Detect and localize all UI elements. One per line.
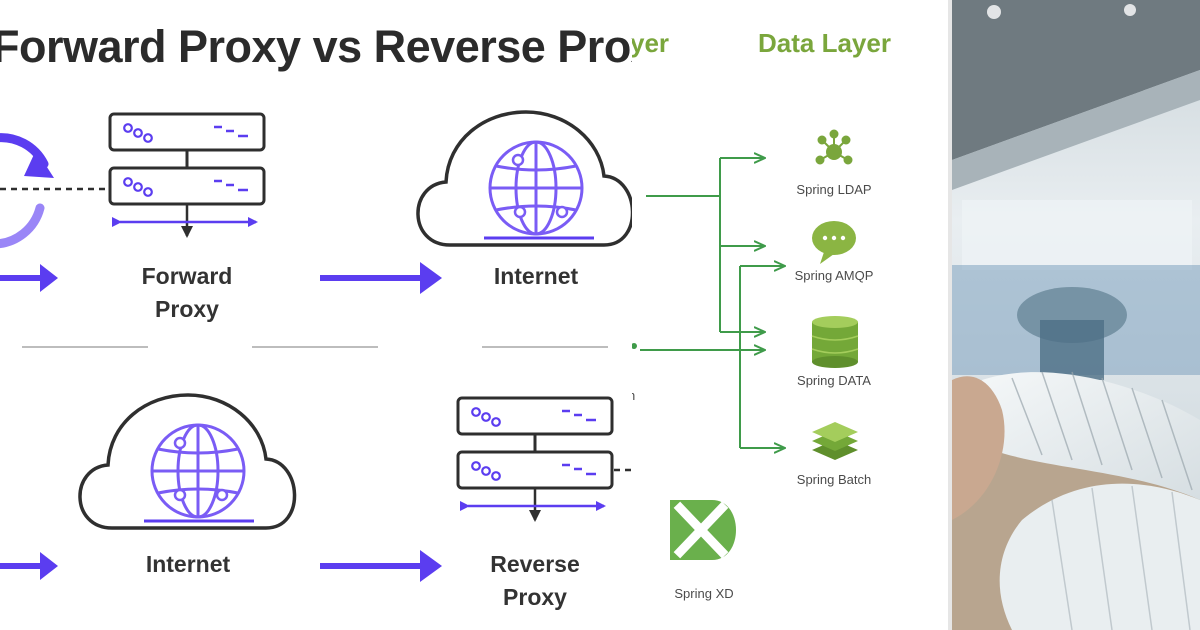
- forward-proxy-label-line1: Forward: [142, 263, 233, 289]
- globe-icon: [150, 423, 246, 519]
- data-layer-title: Data Layer: [758, 28, 891, 58]
- forward-proxy-label-line2: Proxy: [155, 296, 219, 322]
- layers-icon: [812, 422, 858, 460]
- panel-divider: [948, 0, 952, 630]
- internet-cloud-icon: [78, 393, 297, 530]
- bottom-internet-label: Internet: [146, 551, 231, 577]
- partial-layer-title: yer: [632, 28, 669, 58]
- proxy-diagram-panel: Forward Proxy vs Reverse Proxy: [0, 21, 632, 610]
- module-label: Spring Batch: [797, 472, 871, 487]
- chat-bubble-icon: [812, 221, 856, 264]
- globe-icon: [488, 140, 584, 236]
- spring-diagram: yer Data Layer n: [632, 28, 891, 601]
- reverse-proxy-server-icon: [456, 396, 614, 522]
- connector-lines: [640, 158, 784, 448]
- module-label: Spring LDAP: [796, 182, 871, 197]
- photo-illustration: [952, 0, 1200, 630]
- spring-xd-label: Spring XD: [674, 586, 733, 601]
- database-icon: [811, 316, 859, 368]
- office-photo: [952, 0, 1200, 630]
- diagram-title: Forward Proxy vs Reverse Proxy: [0, 21, 632, 72]
- network-icon: [815, 129, 853, 165]
- module-label: Spring AMQP: [795, 268, 874, 283]
- reverse-proxy-label-line2: Proxy: [503, 584, 567, 610]
- partial-left-label: n: [632, 388, 635, 403]
- internet-cloud-icon: [416, 110, 632, 247]
- spring-xd-logo-icon: [670, 500, 736, 560]
- module-label: Spring DATA: [797, 373, 871, 388]
- spring-architecture-panel: yer Data Layer n: [632, 0, 948, 630]
- reverse-proxy-label-line1: Reverse: [490, 551, 580, 577]
- top-internet-label: Internet: [494, 263, 579, 289]
- forward-proxy-server-icon: [108, 112, 266, 238]
- proxy-diagram: Forward Proxy vs Reverse Proxy: [0, 21, 632, 610]
- client-cycle-icon: [0, 133, 54, 249]
